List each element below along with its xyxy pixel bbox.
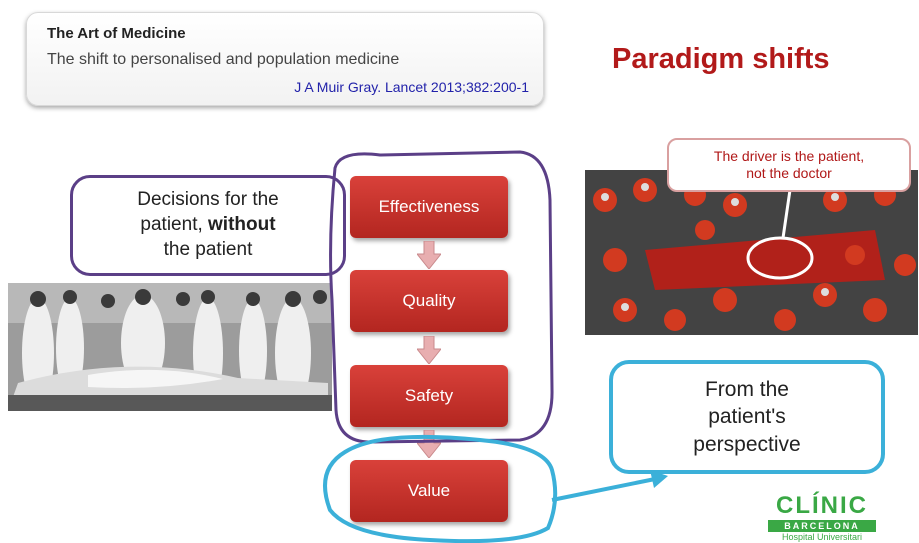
logo-sub: Hospital Universitari xyxy=(781,532,863,542)
driver-note-line2: not the doctor xyxy=(746,165,832,181)
slide-heading: Paradigm shifts xyxy=(612,43,830,75)
callout-line1: Decisions for the xyxy=(137,189,279,211)
reference-citation: J A Muir Gray. Lancet 2013;382:200-1 xyxy=(294,79,529,95)
down-arrow-icon xyxy=(417,336,441,364)
perspective-line1: From the xyxy=(704,378,789,402)
down-arrow-icon xyxy=(417,430,441,458)
arrow-head-icon xyxy=(650,470,668,488)
reference-subtitle: The shift to personalised and population… xyxy=(47,51,400,68)
callout-line2-prefix: patient, xyxy=(140,214,209,236)
perspective-line2: patient's xyxy=(708,405,786,429)
driver-note: The driver is the patient, not the docto… xyxy=(667,138,911,192)
logo-name: CLÍNIC xyxy=(776,492,868,519)
callout-line2-bold: without xyxy=(208,214,276,236)
reference-card: The Art of Medicine The shift to persona… xyxy=(26,12,544,106)
cyan-outline xyxy=(323,434,558,543)
callout-line3: the patient xyxy=(163,238,253,260)
reference-title: The Art of Medicine xyxy=(47,25,186,42)
driver-note-line1: The driver is the patient, xyxy=(713,148,865,165)
flow-step-quality: Quality xyxy=(350,270,508,332)
decisions-callout: Decisions for the patient, without the p… xyxy=(70,175,346,276)
pit-stop-photo xyxy=(585,170,918,335)
connector-arrow xyxy=(551,476,661,502)
clinic-logo: CLÍNIC BARCELONA Hospital Universitari xyxy=(762,492,882,542)
flow-step-safety: Safety xyxy=(350,365,508,427)
perspective-line3: perspective xyxy=(693,432,801,456)
flow-step-effectiveness: Effectiveness xyxy=(350,176,508,238)
flow-step-value: Value xyxy=(350,460,508,522)
perspective-box: From the patient's perspective xyxy=(609,360,885,474)
callout-line2: patient, without xyxy=(137,213,279,238)
purple-outline xyxy=(329,150,554,444)
logo-band: BARCELONA xyxy=(768,520,876,532)
historic-ward-photo xyxy=(8,283,332,411)
down-arrow-icon xyxy=(417,241,441,269)
